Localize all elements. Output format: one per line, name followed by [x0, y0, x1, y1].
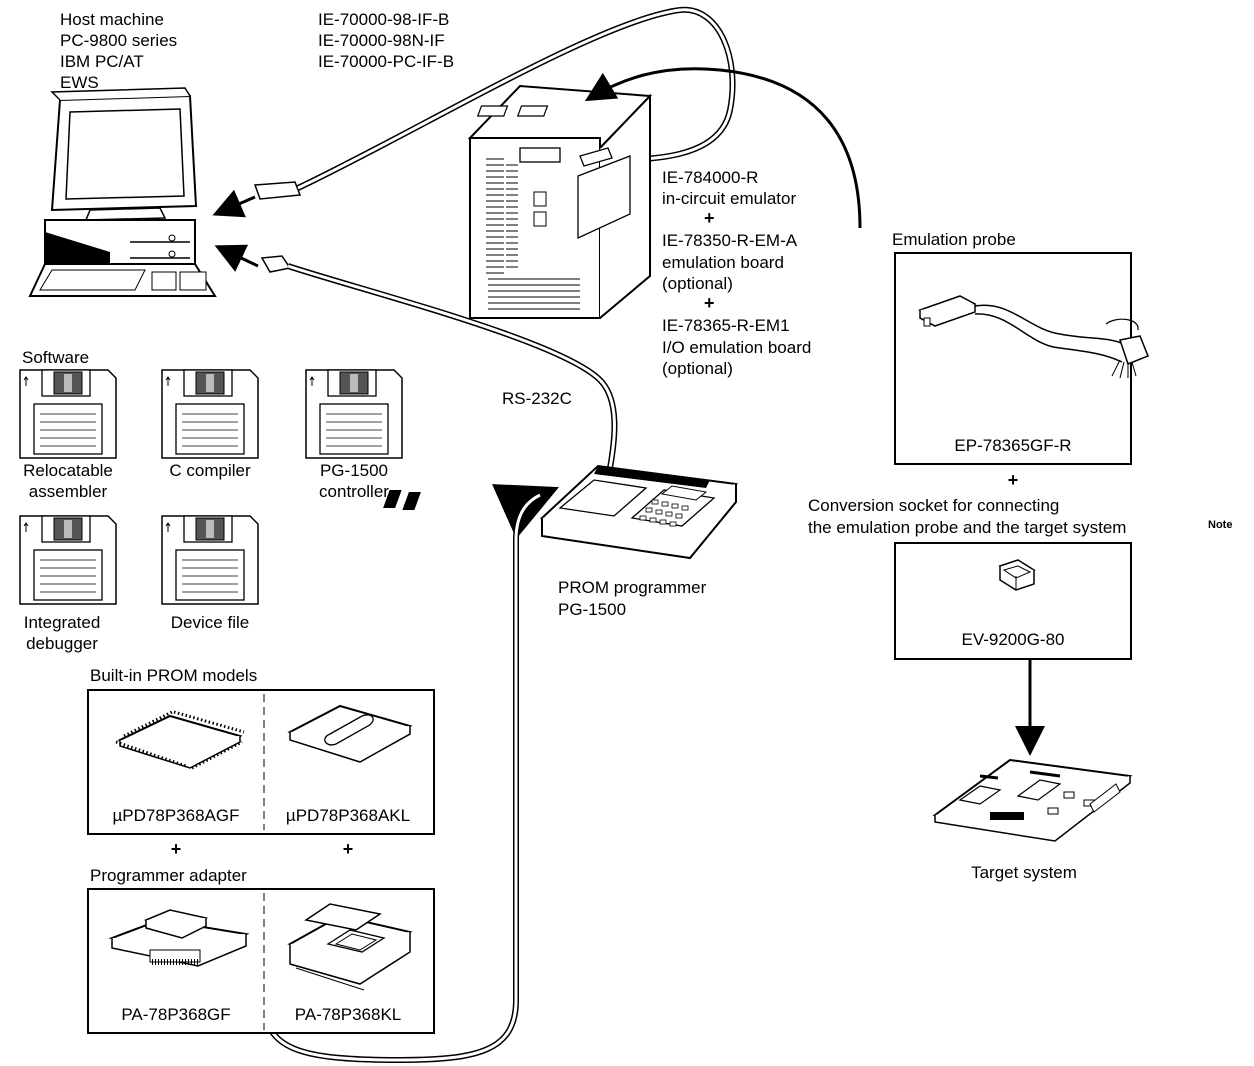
software-1-line-2: assembler: [29, 482, 108, 501]
emulator-plus-2: +: [704, 293, 715, 313]
probe-title: Emulation probe: [892, 230, 1016, 249]
software-3-line-1: PG-1500: [320, 461, 388, 480]
board1-line-1: IE-78350-R-EM-A: [662, 231, 798, 250]
prom-programmer-icon: [383, 464, 738, 560]
emulator-unit-icon: [467, 84, 653, 319]
conversion-line-2: the emulation probe and the target syste…: [808, 518, 1126, 537]
floppy-disk-icon: [161, 369, 259, 459]
board2-line-2: I/O emulation board: [662, 338, 811, 357]
interface-board-2: IE-70000-98N-IF: [318, 31, 445, 50]
floppy-disk-icon: [19, 515, 117, 605]
adapter-title: Programmer adapter: [90, 866, 247, 885]
prom-models-title: Built-in PROM models: [90, 666, 257, 685]
host-line-2: PC-9800 series: [60, 31, 177, 50]
host-line-3: IBM PC/AT: [60, 52, 144, 71]
prom-programmer-line-2: PG-1500: [558, 600, 626, 619]
interface-board-3: IE-70000-PC-IF-B: [318, 52, 454, 71]
interface-plug: [253, 181, 302, 200]
software-3-line-2: controller: [319, 482, 389, 501]
probe-box: [894, 252, 1132, 465]
emulator-plus-1: +: [704, 208, 715, 228]
software-4-line-2: debugger: [26, 634, 98, 653]
prom-model-right: µPD78P368AKL: [286, 806, 410, 825]
prom-plus-left: +: [171, 839, 182, 859]
conversion-socket-icon: [998, 559, 1036, 591]
host-line-1: Host machine: [60, 10, 164, 29]
board1-line-3: (optional): [662, 274, 733, 293]
floppy-disk-icon: [161, 515, 259, 605]
software-5-line-1: Device file: [171, 613, 249, 632]
software-1-line-1: Relocatable: [23, 461, 113, 480]
software-2-line-1: C compiler: [169, 461, 251, 480]
emulator-line-1: IE-784000-R: [662, 168, 758, 187]
emulator-line-2: in-circuit emulator: [662, 189, 796, 208]
target-label: Target system: [971, 863, 1077, 882]
prom-models-box: [87, 689, 435, 835]
conversion-line-1: Conversion socket for connecting: [808, 496, 1059, 515]
probe-model: EP-78365GF-R: [954, 436, 1071, 455]
ceramic-chip-icon: [287, 704, 413, 763]
adapter-kl-icon: [287, 903, 413, 991]
rs232c-label: RS-232C: [502, 389, 572, 408]
probe-cable: [584, 67, 862, 229]
floppy-disk-icon: [19, 369, 117, 459]
socket-model: EV-9200G-80: [961, 630, 1064, 649]
floppy-disk-icon: [305, 369, 403, 459]
board2-line-3: (optional): [662, 359, 733, 378]
adapter-gf-icon: [108, 909, 250, 967]
rs232c-plug: [260, 255, 292, 273]
prom-programmer-line-1: PROM programmer: [558, 578, 707, 597]
software-title: Software: [22, 348, 89, 367]
software-4-line-1: Integrated: [24, 613, 101, 632]
board1-line-2: emulation board: [662, 253, 784, 272]
board2-line-1: IE-78365-R-EM1: [662, 316, 790, 335]
prom-plus-right: +: [343, 839, 354, 859]
prom-model-left: µPD78P368AGF: [113, 806, 240, 825]
note-marker: Note: [1208, 519, 1232, 531]
target-board-icon: [932, 758, 1133, 842]
emulation-probe-icon: [918, 295, 1149, 379]
probe-plus: +: [1008, 470, 1019, 490]
adapter-left: PA-78P368GF: [121, 1005, 230, 1024]
interface-board-1: IE-70000-98-IF-B: [318, 10, 449, 29]
qfp-chip-icon: [115, 710, 245, 770]
adapter-right: PA-78P368KL: [295, 1005, 401, 1024]
computer-icon: [28, 87, 217, 297]
host-line-4: EWS: [60, 73, 99, 92]
